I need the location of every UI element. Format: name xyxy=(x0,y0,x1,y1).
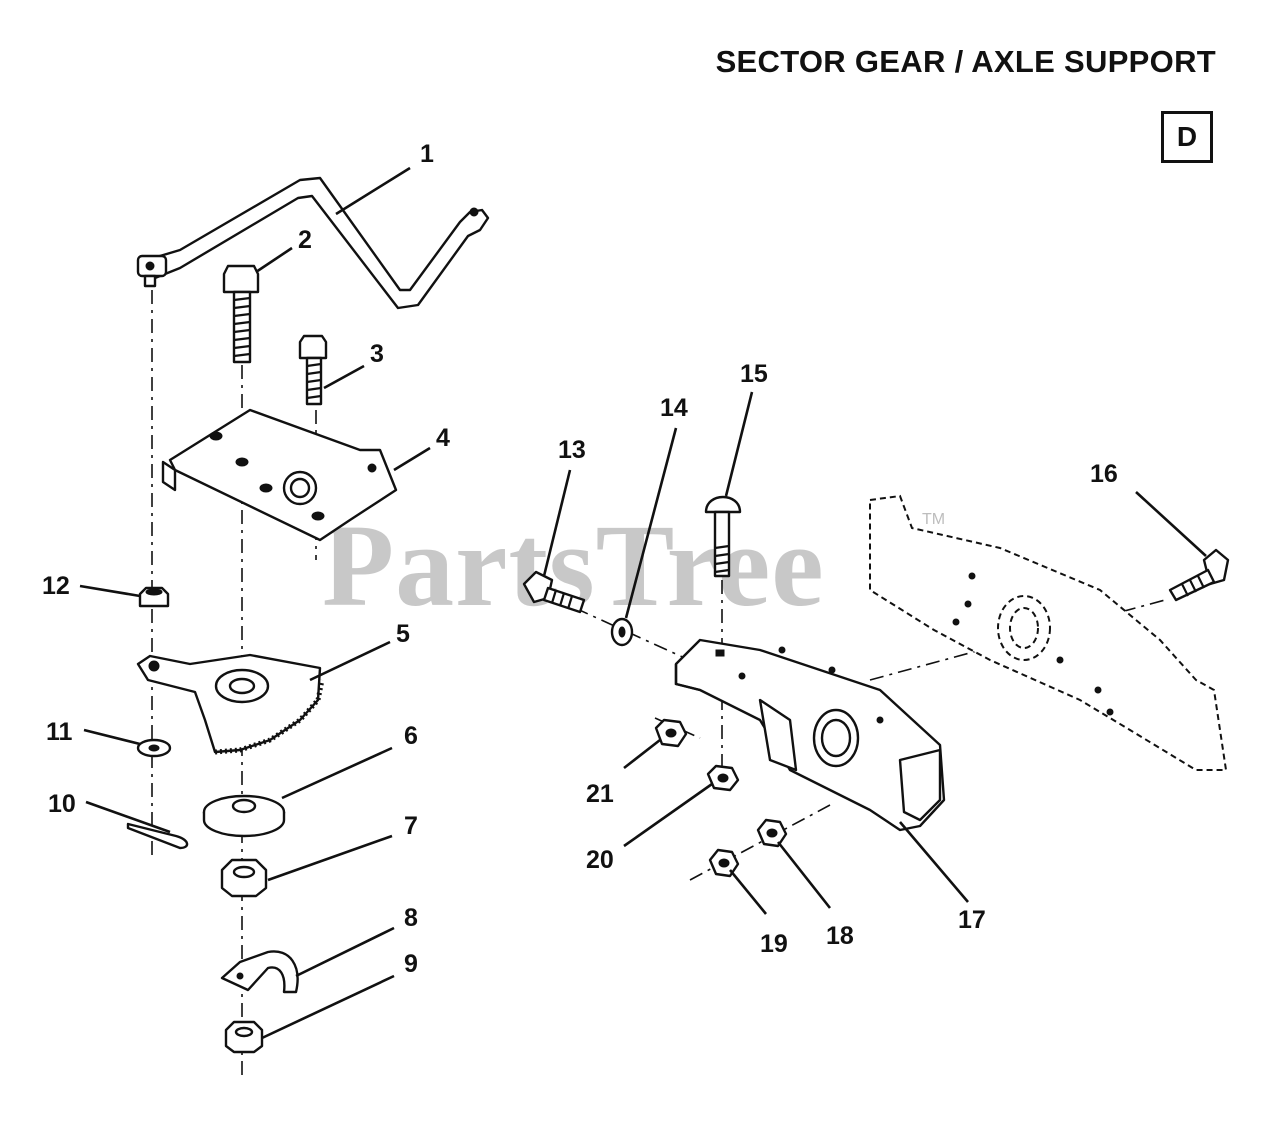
part-15-carriage-bolt xyxy=(704,495,742,578)
callout-1: 1 xyxy=(420,140,434,168)
part-14-washer xyxy=(610,617,634,647)
part-1-drag-link xyxy=(136,176,490,310)
callout-8: 8 xyxy=(404,904,418,932)
part-11-washer xyxy=(136,738,172,758)
callout-17: 17 xyxy=(958,906,986,934)
watermark-text: PartsTree xyxy=(322,500,825,631)
callout-numbers: 1 2 3 4 5 6 7 8 9 10 11 12 13 14 15 16 1… xyxy=(42,140,1118,978)
frame-phantom-outline xyxy=(869,494,1228,771)
callout-18: 18 xyxy=(826,922,854,950)
part-10-cotter-pin xyxy=(126,822,189,850)
part-8-clip xyxy=(220,950,299,994)
callout-5: 5 xyxy=(396,620,410,648)
callout-13: 13 xyxy=(558,436,586,464)
callout-19: 19 xyxy=(760,930,788,958)
callout-6: 6 xyxy=(404,722,418,750)
part-12-nut xyxy=(138,586,170,608)
part-20-nut xyxy=(706,764,740,792)
part-19-nut xyxy=(708,848,740,878)
part-18-nut xyxy=(756,818,788,848)
part-21-nut xyxy=(654,718,688,748)
callout-20: 20 xyxy=(586,846,614,874)
watermark-trademark: TM xyxy=(922,511,945,528)
callout-2: 2 xyxy=(298,226,312,254)
part-16-bolt xyxy=(1168,548,1230,602)
callout-15: 15 xyxy=(740,360,768,388)
part-2-bolt xyxy=(222,264,260,364)
page-title: SECTOR GEAR / AXLE SUPPORT xyxy=(715,44,1216,79)
part-5-sector-gear xyxy=(136,653,325,755)
part-4-bracket xyxy=(161,408,398,542)
part-9-nut xyxy=(224,1020,264,1054)
part-7-hex-nut xyxy=(220,858,268,898)
part-13-bolt xyxy=(522,570,586,614)
part-17-axle-support xyxy=(674,638,946,832)
callout-16: 16 xyxy=(1090,460,1118,488)
callout-4: 4 xyxy=(436,424,450,452)
part-3-bolt xyxy=(298,334,328,406)
callout-14: 14 xyxy=(660,394,688,422)
callout-9: 9 xyxy=(404,950,418,978)
part-6-spacer xyxy=(202,794,286,838)
callout-7: 7 xyxy=(404,812,418,840)
section-letter-box: D xyxy=(1161,111,1213,163)
callout-10: 10 xyxy=(48,790,76,818)
callout-12: 12 xyxy=(42,572,70,600)
callout-3: 3 xyxy=(370,340,384,368)
callout-11: 11 xyxy=(46,718,73,746)
leader-lines xyxy=(79,166,1207,1040)
callout-21: 21 xyxy=(586,780,614,808)
